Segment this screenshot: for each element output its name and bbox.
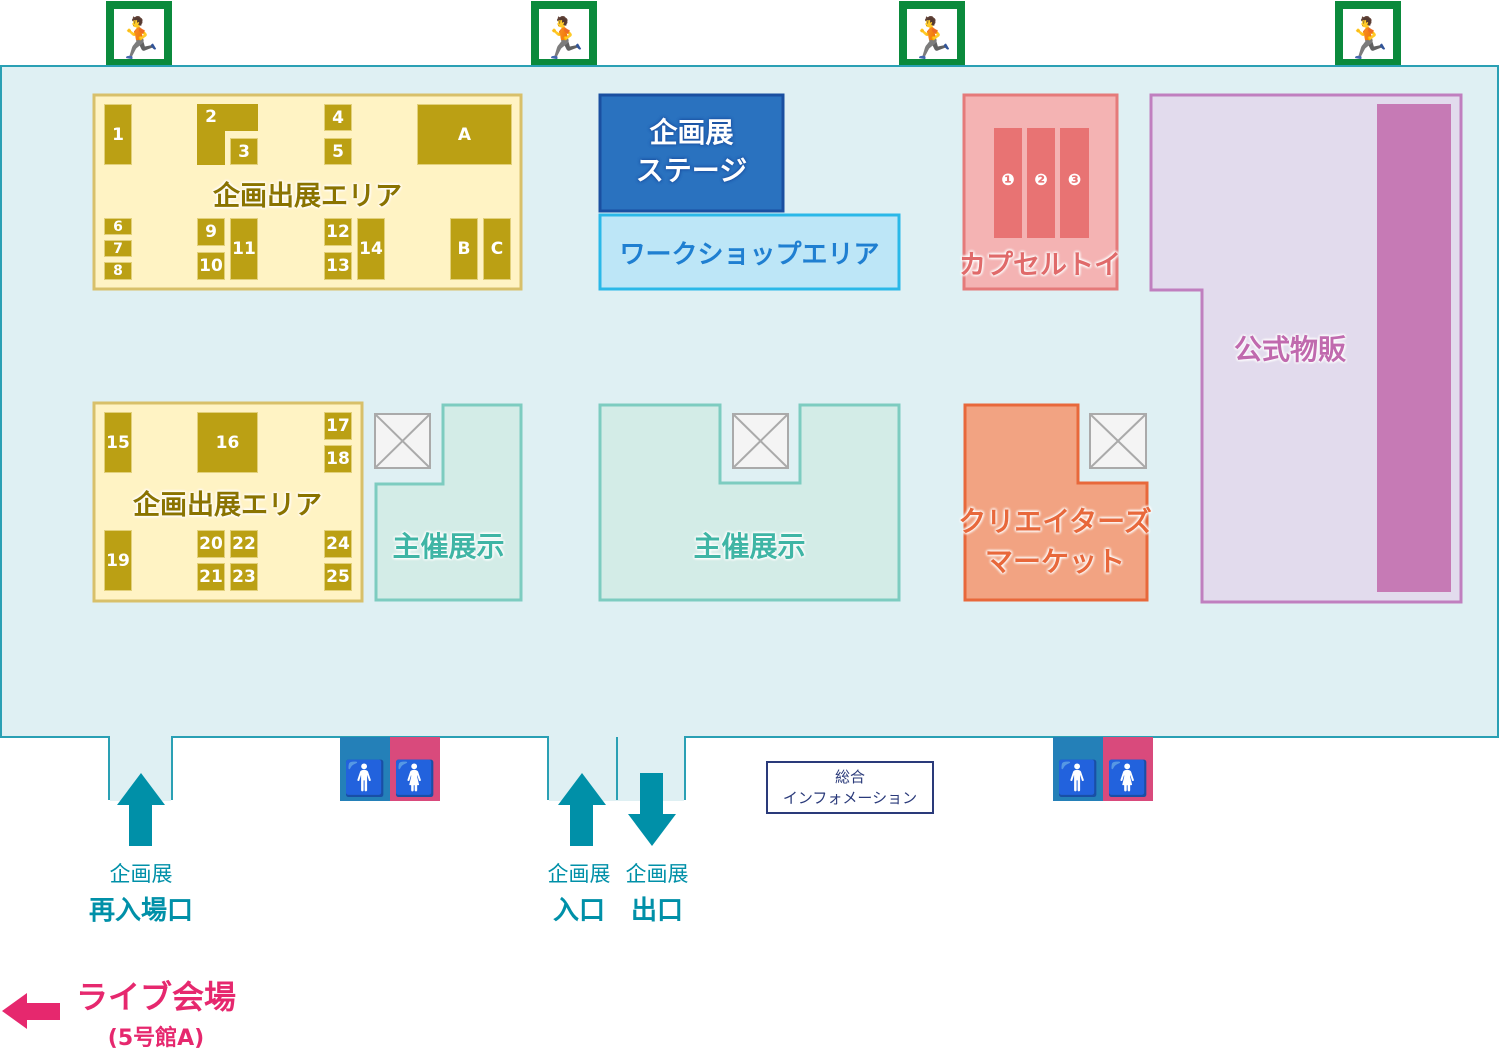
organizer-display-2-label: 主催展示 <box>693 530 806 563</box>
info-desk[interactable]: 総合 インフォメーション <box>766 761 934 814</box>
emergency-exit-icon: 🏃 <box>531 1 597 67</box>
planning-area-1-label: 企画出展エリア <box>213 181 402 212</box>
svg-text:🚺: 🚺 <box>1107 759 1149 799</box>
booth[interactable]: 19 <box>104 530 132 591</box>
booth[interactable]: B <box>450 218 478 280</box>
booth[interactable]: 16 <box>197 412 258 473</box>
exit-arrow-down-icon <box>628 773 676 846</box>
entrance-arrow-up-icon <box>558 773 606 846</box>
booth[interactable]: A <box>417 104 512 165</box>
capsule-machine <box>994 128 1022 238</box>
booth[interactable]: 17 <box>324 412 352 440</box>
capsule-machine-number: ❶ <box>1001 170 1015 189</box>
booth[interactable]: 5 <box>324 138 352 165</box>
booth[interactable]: 2 <box>197 104 225 165</box>
booth[interactable]: 4 <box>324 104 352 131</box>
booth[interactable]: 11 <box>230 218 258 280</box>
pillar-icon <box>1089 413 1147 469</box>
svg-text:🚹: 🚹 <box>1057 759 1099 799</box>
pillar-icon <box>374 413 431 469</box>
emergency-exit-icon: 🏃 <box>106 1 172 67</box>
info-line1: 総合 <box>834 768 865 786</box>
exit-label: 企画展 出口 <box>625 862 689 926</box>
stage-area <box>598 93 785 213</box>
booth[interactable]: 13 <box>324 252 352 280</box>
organizer-display-1-label: 主催展示 <box>392 530 505 563</box>
booth[interactable]: 23 <box>230 563 258 591</box>
booth[interactable]: 15 <box>104 412 132 473</box>
restroom-icon: 🚹🚺 <box>340 737 440 801</box>
entrance-label: 企画展 入口 <box>547 862 611 926</box>
reentry-arrow-up-icon <box>117 773 165 846</box>
live-venue-arrow-left-icon <box>2 993 60 1029</box>
svg-text:🏃: 🏃 <box>114 15 164 62</box>
booth[interactable]: 24 <box>324 530 352 558</box>
booth[interactable]: 25 <box>324 563 352 591</box>
svg-text:🏃: 🏃 <box>539 15 589 62</box>
booth[interactable]: 1 <box>104 104 132 165</box>
booth[interactable]: 10 <box>197 252 225 280</box>
emergency-exit-icon: 🏃 <box>1335 1 1401 67</box>
reentry-label: 企画展 再入場口 <box>88 862 193 926</box>
svg-text:🚹: 🚹 <box>344 759 386 799</box>
booth[interactable]: 8 <box>104 262 132 280</box>
capsule-machine-number: ❸ <box>1067 170 1082 189</box>
creators-market-area <box>963 403 1149 602</box>
official-sales-label: 公式物販 <box>1233 333 1346 366</box>
svg-text:🚺: 🚺 <box>394 759 436 799</box>
booth[interactable]: 7 <box>104 240 132 257</box>
capsule-machine <box>1060 128 1089 238</box>
stage-label: 企画展ステージ <box>635 116 748 187</box>
booth[interactable]: 9 <box>197 218 225 246</box>
workshop-label: ワークショップエリア <box>619 240 880 270</box>
booth[interactable]: 6 <box>104 218 132 235</box>
capsule-machine-number: ❷ <box>1034 170 1048 189</box>
booth[interactable]: 18 <box>324 445 352 473</box>
booth[interactable]: C <box>483 218 511 280</box>
booth[interactable]: 12 <box>324 218 352 246</box>
organizer-display-2 <box>598 403 901 602</box>
emergency-exit-icon: 🏃 <box>899 1 965 67</box>
svg-text:🏃: 🏃 <box>1343 15 1393 62</box>
live-venue-label[interactable]: ライブ会場 (5号館A) <box>75 978 236 1051</box>
booth[interactable]: 21 <box>197 563 225 591</box>
booth[interactable]: 22 <box>230 530 258 558</box>
booth[interactable]: 3 <box>230 138 258 165</box>
booth[interactable]: 20 <box>197 530 225 558</box>
restroom-icon: 🚹🚺 <box>1053 737 1153 801</box>
workshop-area <box>598 213 901 291</box>
sales-counter <box>1377 104 1451 592</box>
booth[interactable]: 14 <box>357 218 385 280</box>
organizer-display-1 <box>374 403 523 602</box>
capsule-toy-label: カプセルトイ <box>959 250 1121 281</box>
pillar-icon <box>732 413 789 469</box>
planning-area-2-label: 企画出展エリア <box>133 490 322 521</box>
svg-text:🏃: 🏃 <box>907 15 957 62</box>
info-line2: インフォメーション <box>782 789 918 807</box>
creators-market-label: クリエイターズマーケット <box>958 505 1152 578</box>
capsule-machine <box>1027 128 1055 238</box>
